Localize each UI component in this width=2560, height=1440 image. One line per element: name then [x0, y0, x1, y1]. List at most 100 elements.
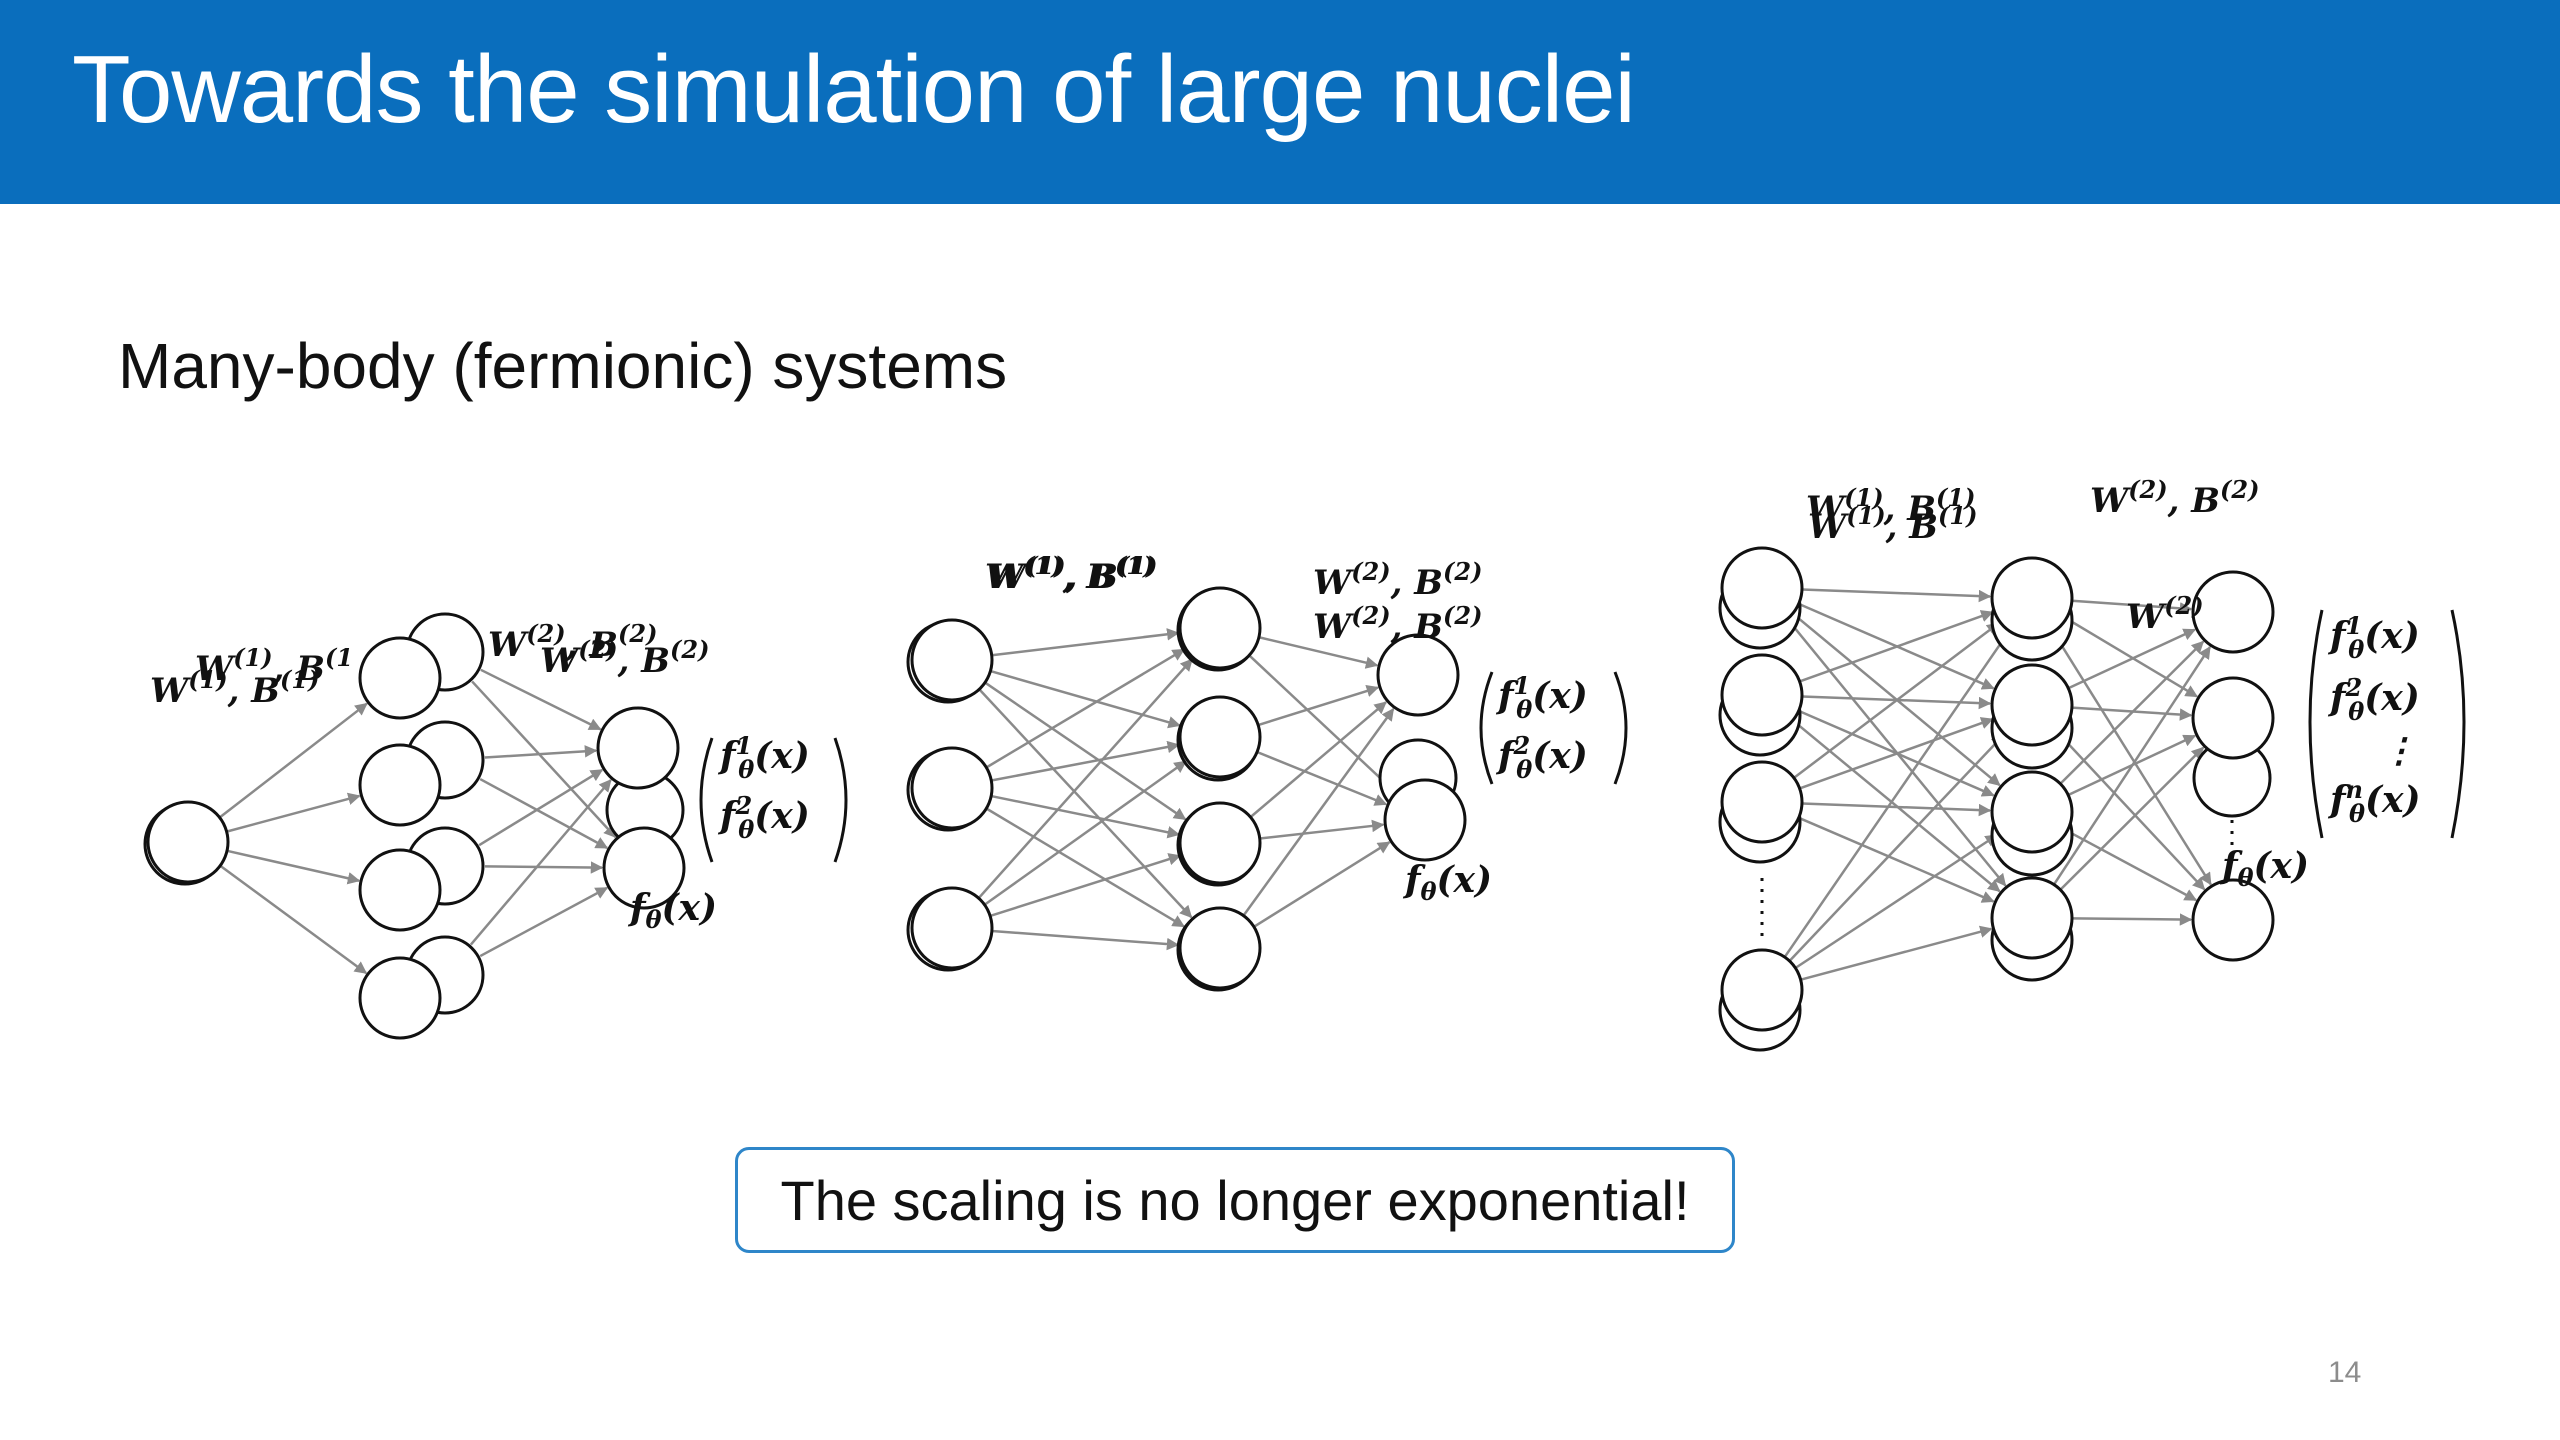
hidden-node	[358, 848, 442, 932]
input-node	[1720, 546, 1804, 630]
edge-arrow	[2067, 628, 2197, 690]
output-node	[596, 706, 680, 790]
edge-arrow	[991, 740, 1180, 782]
edge-arrow	[226, 849, 361, 885]
edge-arrow	[1783, 631, 2010, 958]
edge-arrow	[1793, 622, 2000, 779]
edge-arrow	[480, 668, 602, 731]
edge-arrow	[2059, 746, 2205, 891]
edge-arrow	[990, 669, 1181, 729]
hidden-node	[1178, 906, 1262, 990]
edge-arrow	[1799, 610, 1994, 683]
edge-arrow	[1249, 701, 1387, 819]
edge-arrow	[1798, 816, 1995, 903]
edge-arrow	[1256, 750, 1388, 806]
callout-text: The scaling is no longer exponential!	[780, 1168, 1690, 1232]
slide-subtitle: Many-body (fermionic) systems	[118, 330, 1008, 402]
hidden-node	[1990, 876, 2074, 960]
edge-arrow	[991, 929, 1180, 951]
input-node	[1720, 760, 1804, 844]
left-paren-icon	[1479, 671, 1494, 785]
edge-arrow	[478, 768, 604, 847]
weights-label-in: W(1), B(1)	[985, 551, 1154, 597]
weights-label-in-ghost: W(1), B(1)	[988, 551, 1157, 597]
input-node	[910, 886, 994, 970]
hidden-node	[358, 743, 442, 827]
ghost-output-label: fθ(x)	[1402, 859, 1492, 906]
input-node	[1720, 653, 1804, 737]
right-paren-icon	[833, 737, 848, 863]
callout-box: The scaling is no longer exponential!	[735, 1147, 1735, 1253]
edge-arrow	[985, 807, 1186, 928]
ghost-output-label: fθ(x)	[2219, 845, 2309, 892]
left-paren-icon	[2308, 609, 2324, 839]
network-1: W(1), B(1) W(1), B(1 W(2), B(2) W(2), B(…	[143, 612, 848, 1040]
page-number: 14	[2328, 1356, 2362, 1389]
network-3: W(1), B(1) W(1), B(1) W(2), B(2) W(2) fθ…	[1718, 475, 2466, 1052]
edge-arrow	[989, 853, 1182, 918]
right-paren-icon	[1613, 671, 1628, 785]
weights-label-out: W(2), B(2)	[1313, 557, 1482, 603]
output-node	[2191, 676, 2275, 760]
edge-arrow	[2059, 640, 2205, 785]
output-node	[602, 826, 686, 910]
network-1-nodes	[146, 636, 686, 1040]
output-node	[2191, 570, 2275, 654]
edge-arrow	[484, 745, 598, 759]
network-3-edges	[1783, 588, 2212, 981]
input-node	[910, 618, 994, 702]
edge-arrow	[226, 792, 361, 833]
edge-arrow	[471, 680, 617, 839]
edge-arrow	[2071, 913, 2193, 926]
output-node	[1376, 633, 1460, 717]
left-paren-icon	[699, 737, 714, 863]
hidden-node	[358, 636, 442, 720]
edge-arrow	[1800, 925, 1993, 981]
edge-arrow	[1259, 819, 1385, 840]
edge-arrow	[1248, 654, 1396, 793]
weights-label-out-ghost: W(2), B(2)	[1313, 601, 1482, 647]
edge-arrow	[1801, 802, 1992, 817]
network-2: W(1), B(1) W(1), B(1) W(2), B(2) W(2), B…	[906, 551, 1628, 992]
weights-label-in: W(1), B(1	[195, 643, 353, 689]
title-bar: Towards the simulation of large nuclei	[0, 0, 2560, 204]
edge-arrow	[484, 861, 604, 874]
right-paren-icon	[2450, 609, 2466, 839]
output-node	[2191, 878, 2275, 962]
edge-arrow	[978, 688, 1193, 919]
edge-arrow	[1257, 684, 1380, 727]
edge-arrow	[2066, 829, 2198, 902]
edge-arrow	[990, 794, 1181, 839]
hidden-node	[1990, 770, 2074, 854]
hidden-node	[358, 956, 442, 1040]
network-2-edges	[977, 628, 1396, 951]
network-3-nodes	[1720, 546, 2275, 1032]
edge-arrow	[1799, 717, 1994, 790]
input-node	[910, 746, 994, 830]
network-1-edges	[218, 668, 617, 975]
output-node	[1383, 778, 1467, 862]
edge-arrow	[469, 779, 612, 946]
hidden-node	[1178, 586, 1262, 670]
edge-arrow	[991, 628, 1180, 657]
ghost-output-label: fθ(x)	[627, 887, 717, 934]
weights-label-ghost: W(1), B(1)	[150, 665, 319, 711]
edge-arrow	[977, 658, 1193, 900]
input-node	[1720, 948, 1804, 1032]
hidden-node	[1990, 663, 2074, 747]
network-2-nodes	[910, 586, 1467, 990]
edge-arrow	[985, 648, 1186, 769]
edge-arrow	[1242, 707, 1395, 917]
weights-label-out: W(2), B(2)	[2090, 475, 2259, 521]
hidden-node	[1990, 556, 2074, 640]
edge-arrow	[2052, 646, 2211, 886]
edge-arrow	[1788, 734, 2005, 962]
edge-arrow	[1794, 834, 1998, 970]
